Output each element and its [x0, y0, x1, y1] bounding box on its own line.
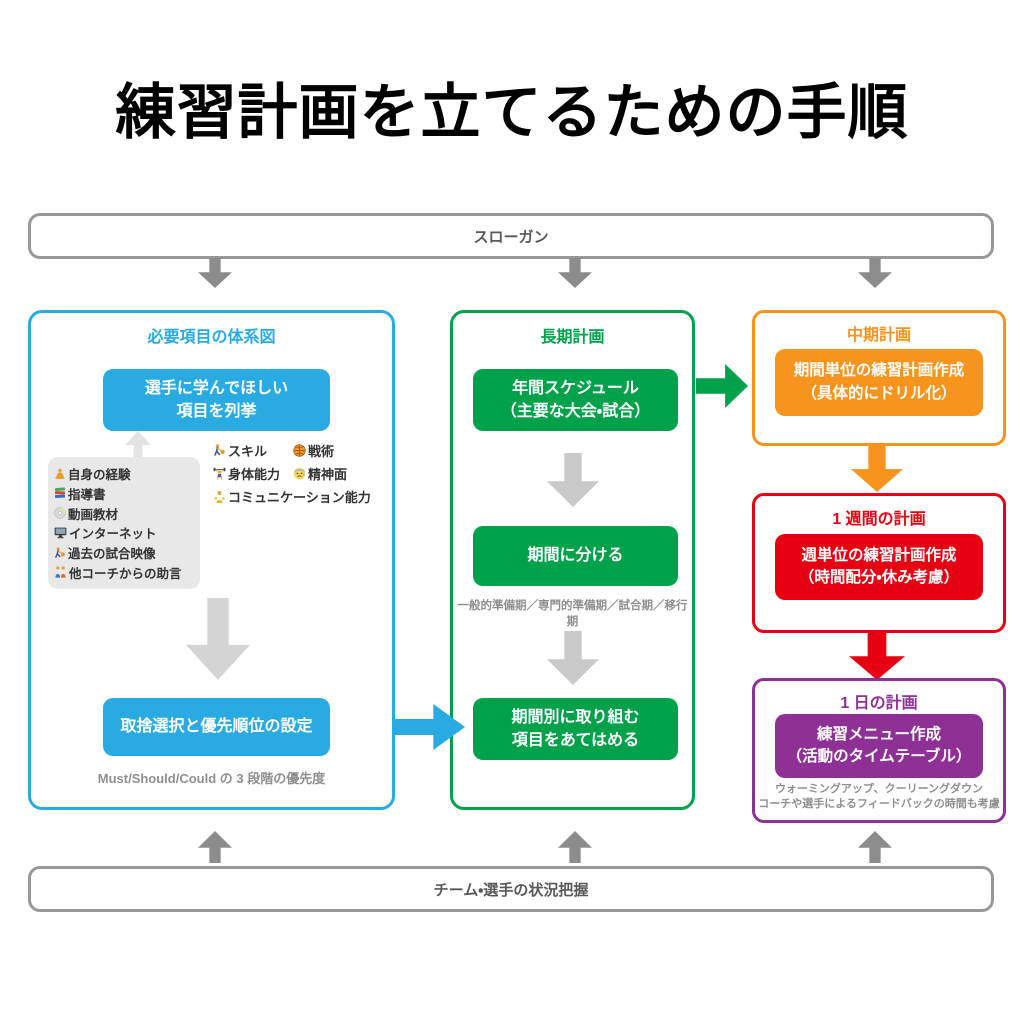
up-arrow-icon [858, 831, 892, 863]
up-arrow-icon [198, 831, 232, 863]
divide-periods-box: 期間に分ける [473, 526, 678, 586]
priority-selection-label: 取捨選択と優先順位の設定 [120, 718, 313, 736]
weightlifter-icon [213, 467, 226, 480]
source-label: 他コーチからの助言 [69, 566, 182, 581]
down-arrow-icon [198, 258, 232, 288]
mid-term-plan-panel: 中期計画 期間単位の練習計画作成 （具体的にドリル化） [752, 310, 1006, 446]
page-title: 練習計画を立てるための手順 [115, 79, 909, 146]
source-label: 指導書 [68, 487, 106, 502]
weekly-plan-line2: （時間配分・休み考慮） [798, 569, 960, 586]
category-item: 精神面 [293, 464, 371, 483]
computer-icon [54, 527, 67, 539]
assign-items-line2: 項目をあてはめる [511, 732, 640, 749]
source-item: 自身の経験 [54, 464, 194, 483]
cd-icon [54, 507, 66, 519]
basketball-player-icon [213, 444, 226, 457]
period-plan-box: 期間単位の練習計画作成 （具体的にドリル化） [775, 349, 983, 416]
assign-items-line1: 期間別に取り組む [511, 708, 640, 726]
practice-menu-line1: 練習メニュー作成 [816, 725, 941, 743]
long-term-plan-panel: 長期計画 年間スケジュール （主要な大会・試合） 期間に分ける 一般的準備期／専… [450, 310, 695, 810]
daily-caption-line1: ウォーミングアップ、クーリーングダウン [774, 783, 984, 795]
down-arrow-icon [547, 631, 599, 685]
source-label: 自身の経験 [68, 468, 131, 482]
periods-caption: 一般的準備期／専門的準備期／試合期／移行期 [457, 600, 688, 628]
practice-menu-line2: （活動のタイムテーブル） [786, 748, 972, 765]
category-label: 身体能力 [228, 467, 281, 482]
basketball-player-icon [54, 546, 66, 559]
information-sources-box: 自身の経験 指導書 動画教材 インターネット 過去の試合映像 他コーチからの助言 [48, 457, 200, 589]
panel-title: 中期計画 [846, 327, 911, 344]
priority-caption: Must/Should/Could の 3 段階の優先度 [97, 771, 326, 786]
category-item: コミュニケーション能力 [213, 487, 371, 506]
category-label: コミュニケーション能力 [228, 490, 371, 505]
category-item: スキル [213, 441, 289, 460]
up-arrow-icon [558, 831, 592, 863]
category-label: スキル [228, 444, 268, 459]
practice-menu-box: 練習メニュー作成 （活動のタイムテーブル） [775, 714, 983, 778]
source-item: 他コーチからの助言 [54, 563, 194, 582]
slogan-bar: スローガン [28, 213, 994, 259]
items-to-learn-box: 選手に学んでほしい 項目を列挙 [103, 369, 330, 431]
panel-title: 1 週間の計画 [832, 511, 926, 528]
basketball-icon [293, 444, 306, 457]
down-arrow-icon [186, 598, 250, 680]
source-label: インターネット [69, 527, 157, 542]
divide-periods-label: 期間に分ける [527, 547, 624, 565]
slogan-bar-label: スローガン [473, 228, 549, 246]
down-arrow-icon [849, 630, 905, 680]
items-to-learn-line1: 選手に学んでほしい [144, 379, 289, 397]
two-people-icon [54, 566, 67, 579]
right-arrow-icon [393, 704, 465, 750]
source-item: 過去の試合映像 [54, 543, 194, 562]
period-plan-line1: 期間単位の練習計画作成 [793, 362, 965, 380]
down-arrow-icon [851, 444, 903, 492]
source-label: 動画教材 [68, 507, 119, 522]
daily-caption-line2: コーチや選手によるフィードバックの時間も考慮 [758, 797, 1000, 810]
annual-schedule-line1: 年間スケジュール [512, 379, 639, 397]
communication-icon [213, 490, 226, 503]
daily-plan-panel: 1 日の計画 練習メニュー作成 （活動のタイムテーブル） ウォーミングアップ、ク… [752, 678, 1006, 823]
weekly-plan-box: 週単位の練習計画作成 （時間配分・休み考慮） [775, 534, 983, 600]
source-item: 動画教材 [54, 504, 194, 523]
books-icon [54, 487, 66, 499]
priority-selection-box: 取捨選択と優先順位の設定 [103, 698, 330, 756]
panel-title: 必要項目の体系図 [147, 329, 276, 346]
annual-schedule-line2: （主要な大会・試合） [500, 403, 651, 420]
anxious-face-icon [293, 467, 306, 480]
required-items-panel: 必要項目の体系図 選手に学んでほしい 項目を列挙 スキル 戦術 身体能力 精 [28, 310, 395, 810]
right-arrow-icon [696, 364, 748, 408]
weekly-plan-line1: 週単位の練習計画作成 [801, 546, 957, 564]
category-item: 身体能力 [213, 464, 289, 483]
weekly-plan-panel: 1 週間の計画 週単位の練習計画作成 （時間配分・休み考慮） [752, 493, 1006, 633]
source-label: 過去の試合映像 [68, 547, 156, 562]
category-label: 精神面 [308, 467, 348, 482]
period-plan-line2: （具体的にドリル化） [801, 384, 957, 402]
down-arrow-icon [858, 258, 892, 288]
down-arrow-icon [558, 258, 592, 288]
category-label: 戦術 [308, 444, 335, 459]
status-grasp-bar: チーム・選手の状況把握 [28, 866, 994, 912]
status-grasp-label: チーム・選手の状況把握 [433, 881, 589, 899]
panel-title: 長期計画 [540, 329, 605, 346]
source-item: インターネット [54, 523, 194, 542]
items-to-learn-line2: 項目を列挙 [176, 403, 257, 420]
up-arrow-icon [125, 431, 151, 458]
assign-items-box: 期間別に取り組む 項目をあてはめる [473, 698, 678, 760]
source-item: 指導書 [54, 484, 194, 503]
category-list: スキル 戦術 身体能力 精神面 コミュニケーション能力 [213, 441, 371, 506]
panel-title: 1 日の計画 [840, 695, 918, 712]
annual-schedule-box: 年間スケジュール （主要な大会・試合） [473, 369, 678, 431]
down-arrow-icon [547, 453, 599, 507]
daily-caption: ウォーミングアップ、クーリーングダウン コーチや選手によるフィードバックの時間も… [755, 782, 1003, 812]
category-item: 戦術 [293, 441, 371, 460]
meditation-icon [54, 468, 66, 480]
